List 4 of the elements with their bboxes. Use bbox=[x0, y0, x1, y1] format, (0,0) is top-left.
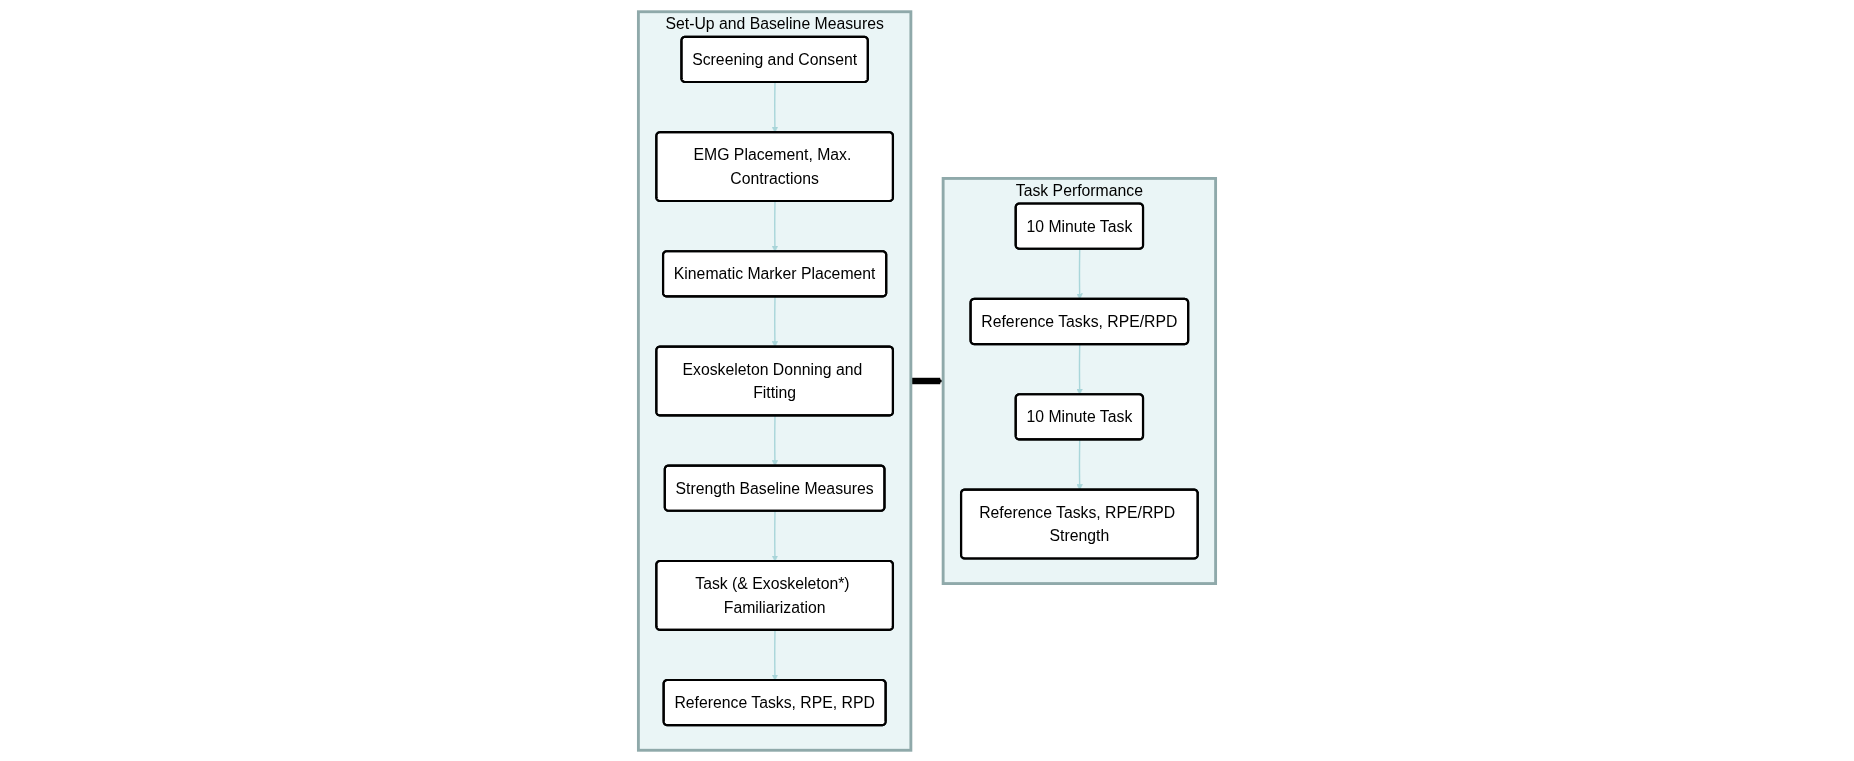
arrow bbox=[771, 414, 779, 466]
arrow bbox=[1076, 438, 1083, 490]
arrow bbox=[771, 295, 779, 347]
arrow bbox=[910, 377, 944, 384]
